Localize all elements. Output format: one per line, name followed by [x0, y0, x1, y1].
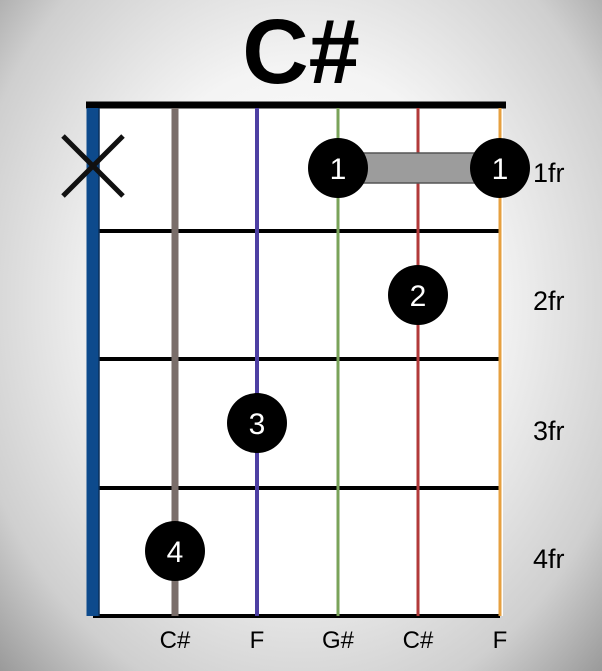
- chord-title: C#: [242, 1, 360, 103]
- fret-label: 2fr: [533, 286, 565, 316]
- note-label: C#: [403, 627, 434, 654]
- finger-dot-circle: [145, 521, 205, 581]
- finger-number: 1: [492, 153, 509, 186]
- note-label: C#: [160, 627, 191, 654]
- finger-number: 2: [410, 280, 427, 313]
- note-label: G#: [322, 627, 355, 654]
- finger-dot: 3: [227, 393, 287, 453]
- fret-label: 4fr: [533, 544, 565, 574]
- finger-dot: 4: [145, 521, 205, 581]
- finger-dot-circle: [388, 265, 448, 325]
- fret-label: 1fr: [533, 158, 565, 188]
- fret-label: 3fr: [533, 416, 565, 446]
- note-label: F: [493, 627, 508, 654]
- finger-dot: 1: [470, 138, 530, 198]
- muted-x-icon: [61, 134, 125, 198]
- finger-number: 3: [249, 408, 266, 441]
- finger-number: 1: [330, 153, 347, 186]
- finger-number: 4: [167, 536, 184, 569]
- muted-x-stroke: [61, 134, 125, 198]
- note-label: F: [250, 627, 265, 654]
- finger-dot-circle: [308, 138, 368, 198]
- finger-dot-circle: [470, 138, 530, 198]
- finger-dot: 1: [308, 138, 368, 198]
- finger-dot: 2: [388, 265, 448, 325]
- finger-dot-circle: [227, 393, 287, 453]
